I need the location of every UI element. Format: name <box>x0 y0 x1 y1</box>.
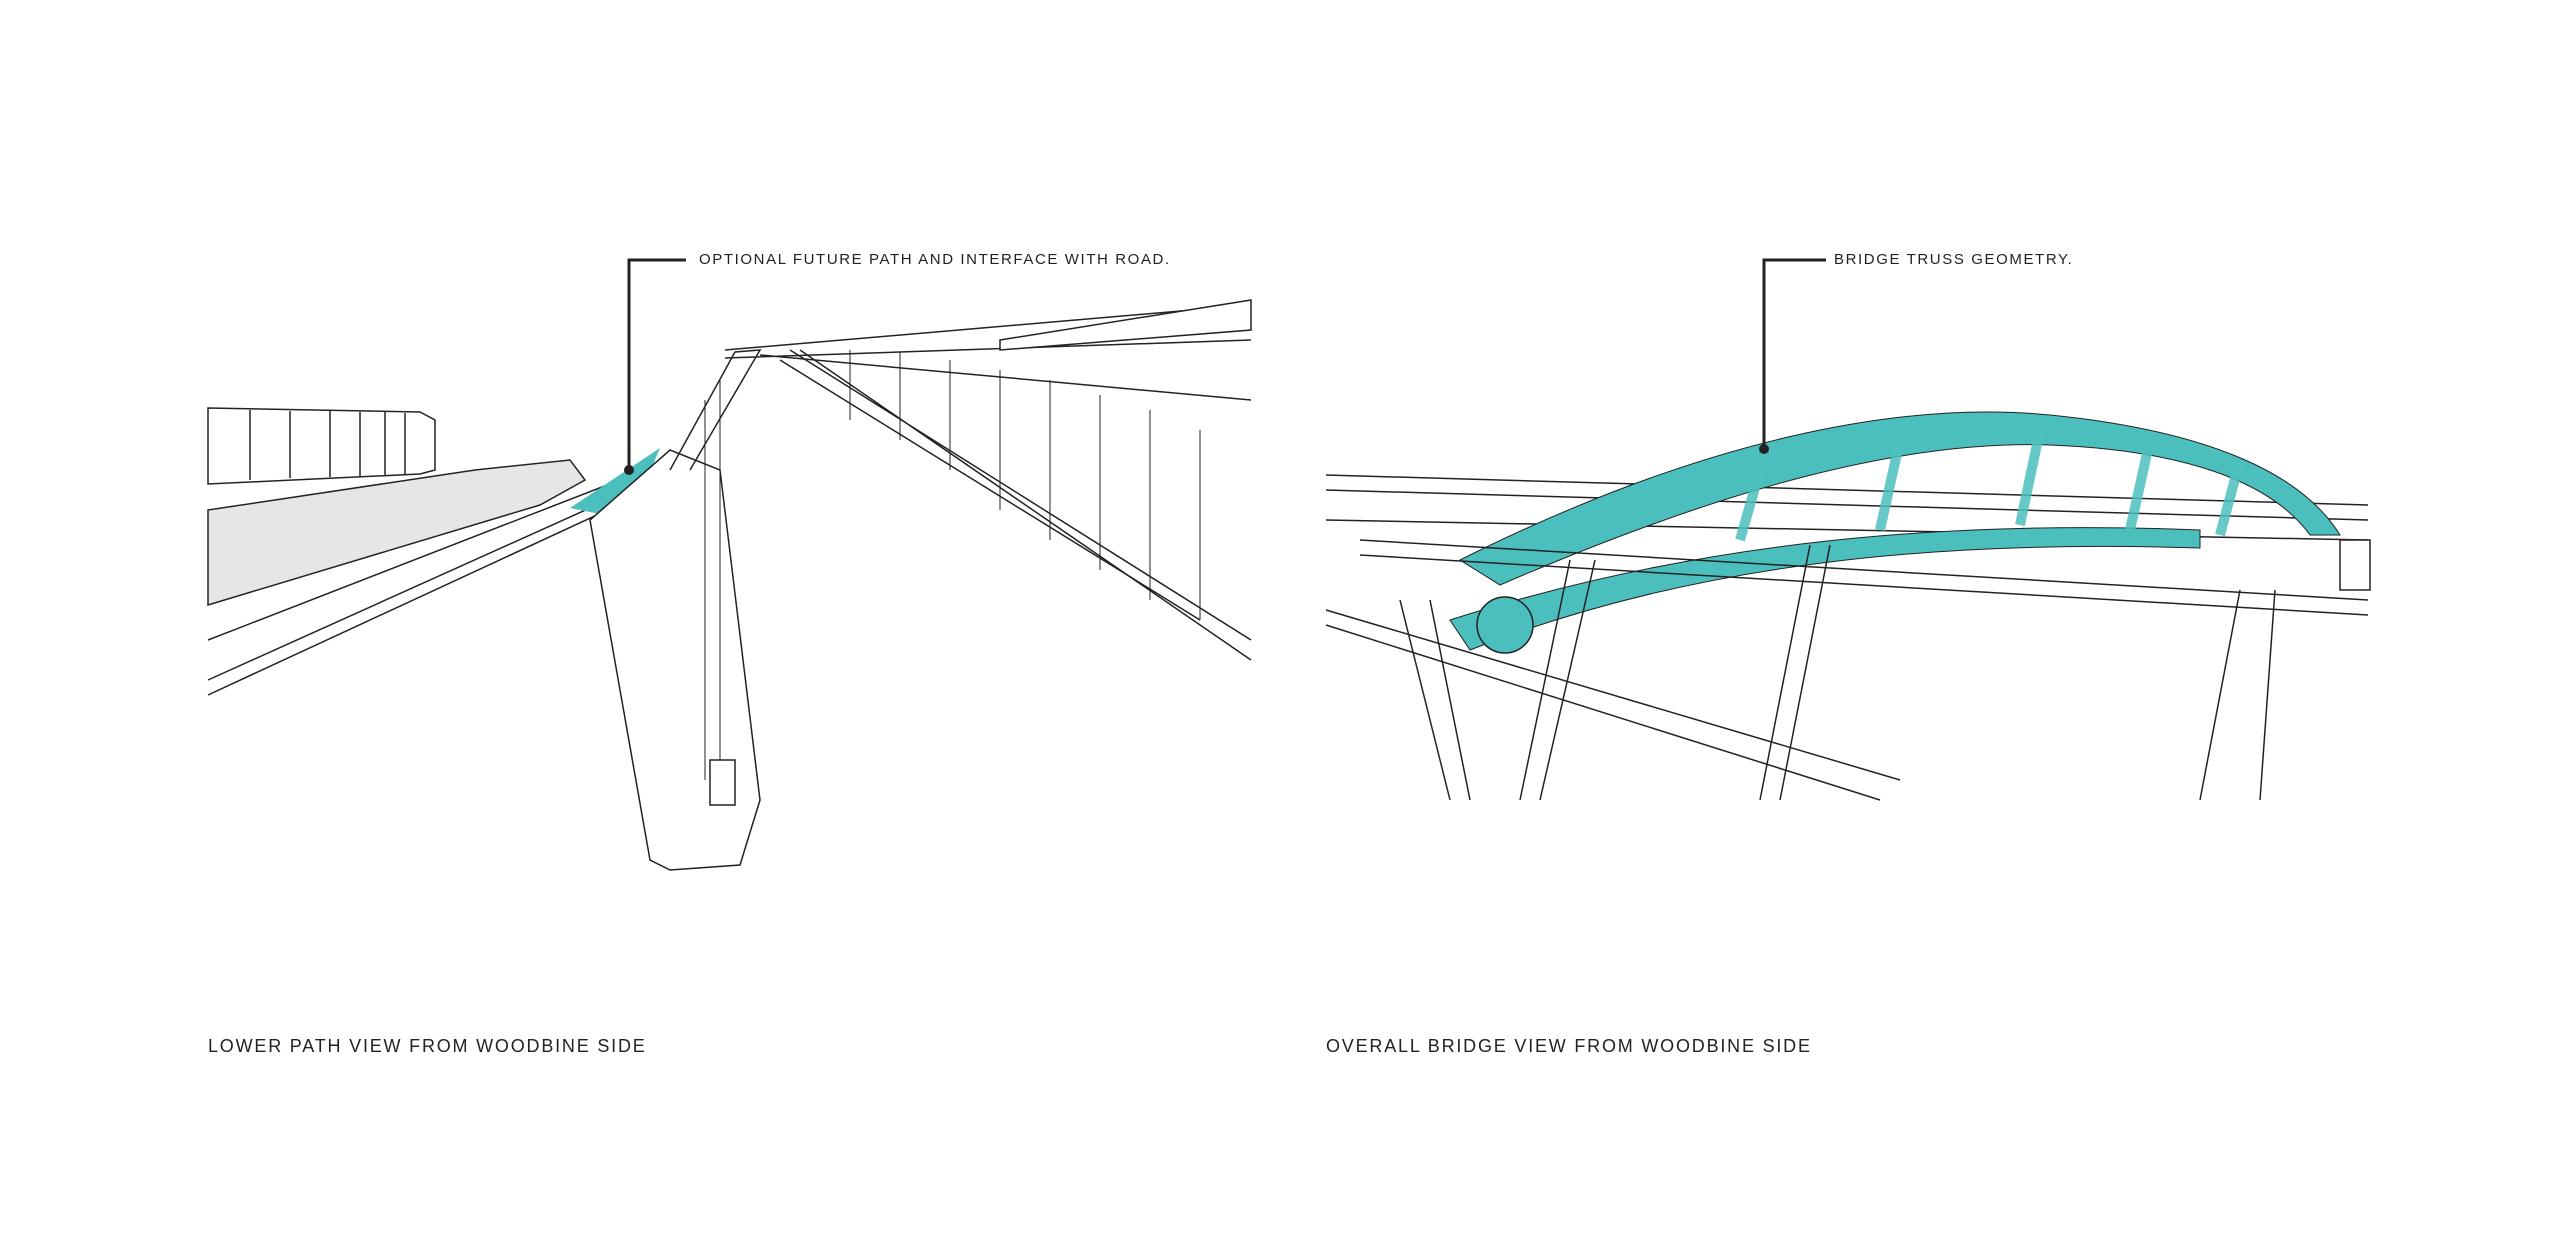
callout-leader-right <box>1762 258 1826 449</box>
lower-path-drawing <box>207 299 1252 871</box>
caption-overall-bridge-view: OVERALL BRIDGE VIEW FROM WOODBINE SIDE <box>1326 1036 1812 1056</box>
callout-truss-geometry: BRIDGE TRUSS GEOMETRY. <box>1834 251 2074 268</box>
callout-future-path: OPTIONAL FUTURE PATH AND INTERFACE WITH … <box>699 251 1171 268</box>
overall-bridge-drawing <box>1325 411 2371 801</box>
callout-leader-left <box>627 258 686 470</box>
bridge-truss-highlight <box>1458 411 2341 586</box>
caption-lower-path-view: LOWER PATH VIEW FROM WOODBINE SIDE <box>208 1036 647 1056</box>
